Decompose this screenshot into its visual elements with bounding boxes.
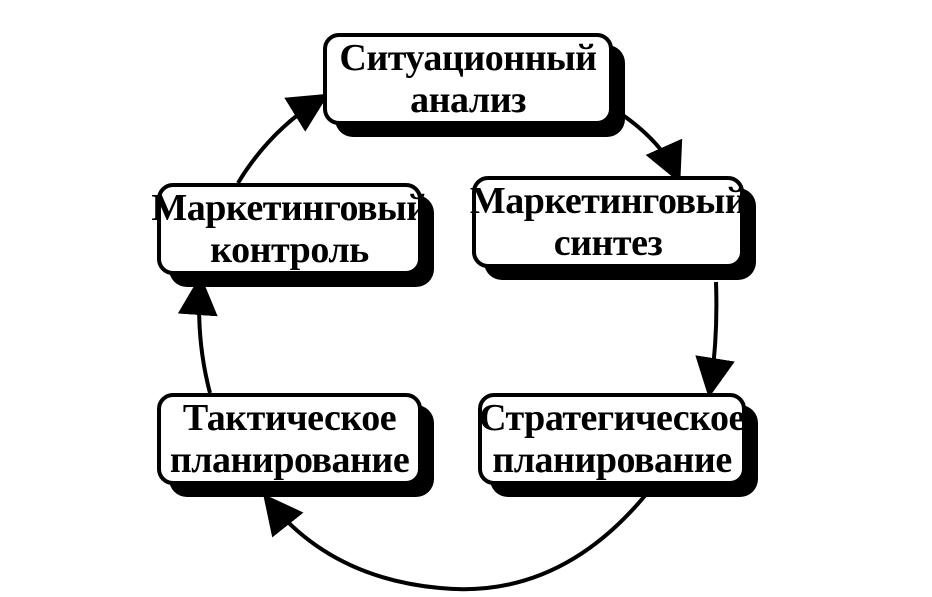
node-marketing-synthesis: Маркетинговый синтез bbox=[469, 176, 747, 268]
node-label-line2: планирование bbox=[492, 439, 732, 481]
node-tactical-planning: Тактическое планирование bbox=[157, 393, 422, 485]
arrow-tactical-to-control bbox=[177, 275, 218, 394]
node-label-line1: Маркетинговый bbox=[151, 187, 428, 229]
node-label-line1: Ситуационный bbox=[339, 37, 597, 79]
arrow-strategic-to-tactical bbox=[263, 490, 650, 592]
node-label-line1: Маркетинговый bbox=[469, 180, 747, 222]
node-label-line2: планирование bbox=[169, 439, 410, 481]
arrow-control-to-situation bbox=[236, 93, 329, 185]
node-label-line2: синтез bbox=[553, 222, 663, 264]
node-situation-analysis: Ситуационный анализ bbox=[323, 33, 613, 125]
node-label-line1: Тактическое bbox=[182, 397, 397, 439]
arrow-synthesis-to-strategic bbox=[695, 281, 735, 398]
node-label-line1: Стратегическое bbox=[479, 397, 745, 439]
node-label-line2: контроль bbox=[210, 229, 369, 271]
node-label-line2: анализ bbox=[410, 79, 526, 121]
node-strategic-planning: Стратегическое планирование bbox=[478, 393, 746, 485]
node-marketing-control: Маркетинговый контроль bbox=[151, 183, 428, 275]
